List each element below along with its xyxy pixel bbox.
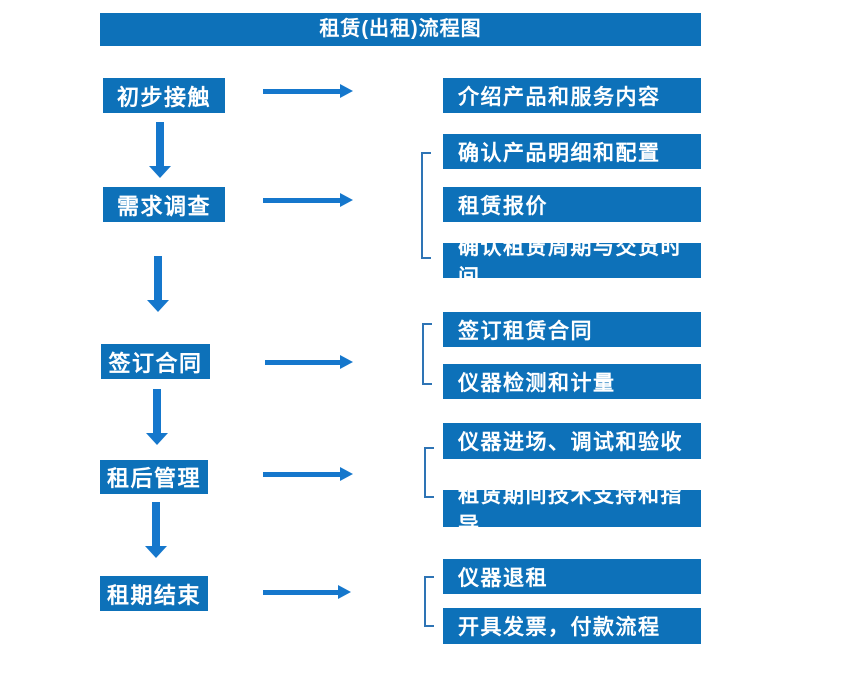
flowchart-title: 租赁(出租)流程图 xyxy=(100,13,701,46)
step-demand-survey: 需求调查 xyxy=(103,187,225,222)
step-post-rental-management: 租后管理 xyxy=(100,460,208,494)
bracket-connector xyxy=(424,447,434,498)
detail-invoice-payment: 开具发票，付款流程 xyxy=(443,608,701,644)
step-initial-contact: 初步接触 xyxy=(103,78,225,113)
arrow-right-icon xyxy=(265,355,353,369)
bracket-connector xyxy=(422,323,432,385)
detail-instrument-setup-acceptance: 仪器进场、调试和验收 xyxy=(443,423,701,459)
detail-introduce-products-services: 介绍产品和服务内容 xyxy=(443,78,701,113)
arrow-down-icon xyxy=(147,256,169,312)
detail-instrument-testing-metering: 仪器检测和计量 xyxy=(443,364,701,399)
arrow-down-icon xyxy=(146,389,168,445)
arrow-right-icon xyxy=(263,585,351,599)
arrow-down-icon xyxy=(149,122,171,178)
detail-sign-rental-contract: 签订租赁合同 xyxy=(443,312,701,347)
arrow-down-icon xyxy=(145,502,167,558)
bracket-connector xyxy=(424,576,434,627)
arrow-right-icon xyxy=(263,467,353,481)
detail-technical-support: 租赁期间技术支持和指导 xyxy=(443,484,701,537)
arrow-right-icon xyxy=(263,193,353,207)
detail-rental-quotation: 租赁报价 xyxy=(443,187,701,222)
bracket-connector xyxy=(421,152,431,259)
detail-confirm-product-config: 确认产品明细和配置 xyxy=(443,134,701,169)
detail-instrument-return: 仪器退租 xyxy=(443,559,701,594)
detail-confirm-period-delivery: 确认租赁周期与交货时间 xyxy=(443,236,701,289)
arrow-right-icon xyxy=(263,84,353,98)
step-rental-period-end: 租期结束 xyxy=(100,576,208,611)
step-sign-contract: 签订合同 xyxy=(101,344,210,379)
